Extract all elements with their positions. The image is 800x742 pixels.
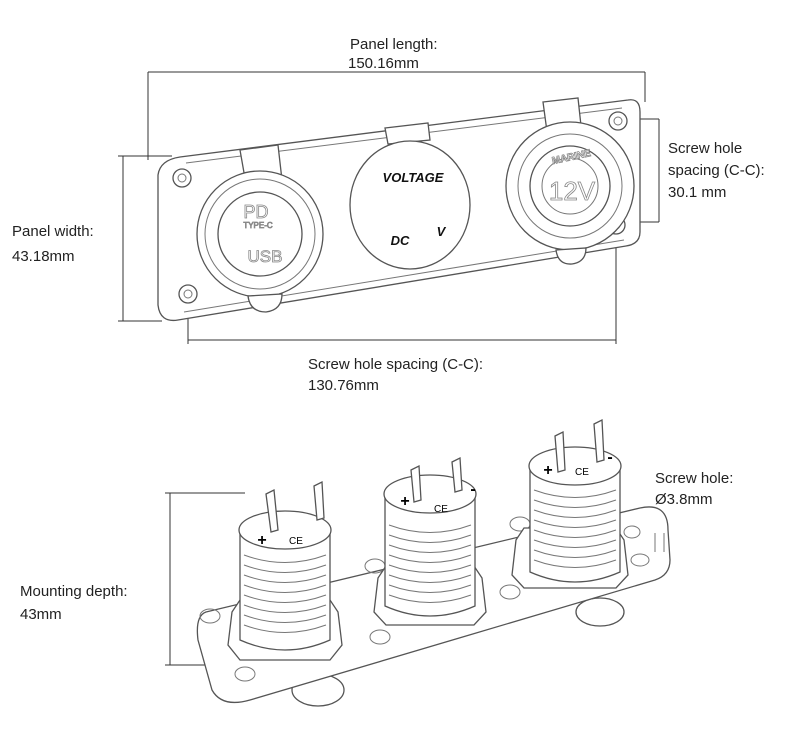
voltmeter: VOLTAGE DC V — [349, 122, 471, 270]
voltmeter-rear: + - CE — [373, 456, 487, 626]
plus-marking: + — [543, 462, 552, 479]
12v-socket-rear: + - CE — [511, 418, 629, 589]
usb-text: USB — [248, 247, 283, 266]
panel-length-dimension — [147, 71, 646, 160]
plus-marking: + — [257, 532, 266, 549]
screw-spacing-short-value: 30.1 mm — [668, 184, 727, 201]
minus-marking: - — [607, 449, 612, 466]
screw-hole-label: Screw hole: — [655, 470, 734, 487]
panel-length-value: 150.16mm — [348, 55, 419, 72]
screw-spacing-short-label-2: spacing (C-C): — [668, 162, 765, 179]
screw-hole — [178, 284, 198, 304]
v-text: V — [437, 224, 447, 239]
minus-marking: - — [470, 481, 475, 498]
screw-spacing-short-label-1: Screw hole — [668, 140, 743, 157]
type-c-text: TYPE-C — [243, 221, 273, 230]
panel-length-label: Panel length: — [350, 36, 438, 53]
screw-hole-value: Ø3.8mm — [655, 491, 713, 508]
screw-hole — [608, 111, 628, 131]
usb-socket: PD TYPE-C USB — [196, 144, 324, 313]
screw-hole — [172, 168, 192, 188]
12v-text: 12V — [549, 176, 596, 206]
ce-mark: CE — [575, 467, 589, 478]
panel-width-value: 43.18mm — [12, 248, 75, 265]
dc-text: DC — [391, 233, 410, 248]
panel-width-dimension — [118, 155, 172, 322]
mounting-depth-value: 43mm — [20, 606, 62, 623]
panel-front-view: PD TYPE-C USB VOLTAGE DC V MARINE 12V — [157, 97, 641, 322]
ce-mark: CE — [289, 536, 303, 547]
screw-spacing-long-label: Screw hole spacing (C-C): — [308, 356, 484, 373]
12v-socket: MARINE 12V — [505, 97, 635, 265]
voltage-text: VOLTAGE — [383, 170, 444, 185]
usb-socket-rear: + CE — [227, 480, 343, 661]
ce-mark: CE — [434, 504, 448, 515]
mounting-depth-label: Mounting depth: — [20, 583, 128, 600]
panel-width-label: Panel width: — [12, 223, 94, 240]
screw-spacing-long-value: 130.76mm — [308, 377, 379, 394]
plus-marking: + — [400, 493, 409, 510]
pd-logo: PD — [243, 202, 268, 222]
